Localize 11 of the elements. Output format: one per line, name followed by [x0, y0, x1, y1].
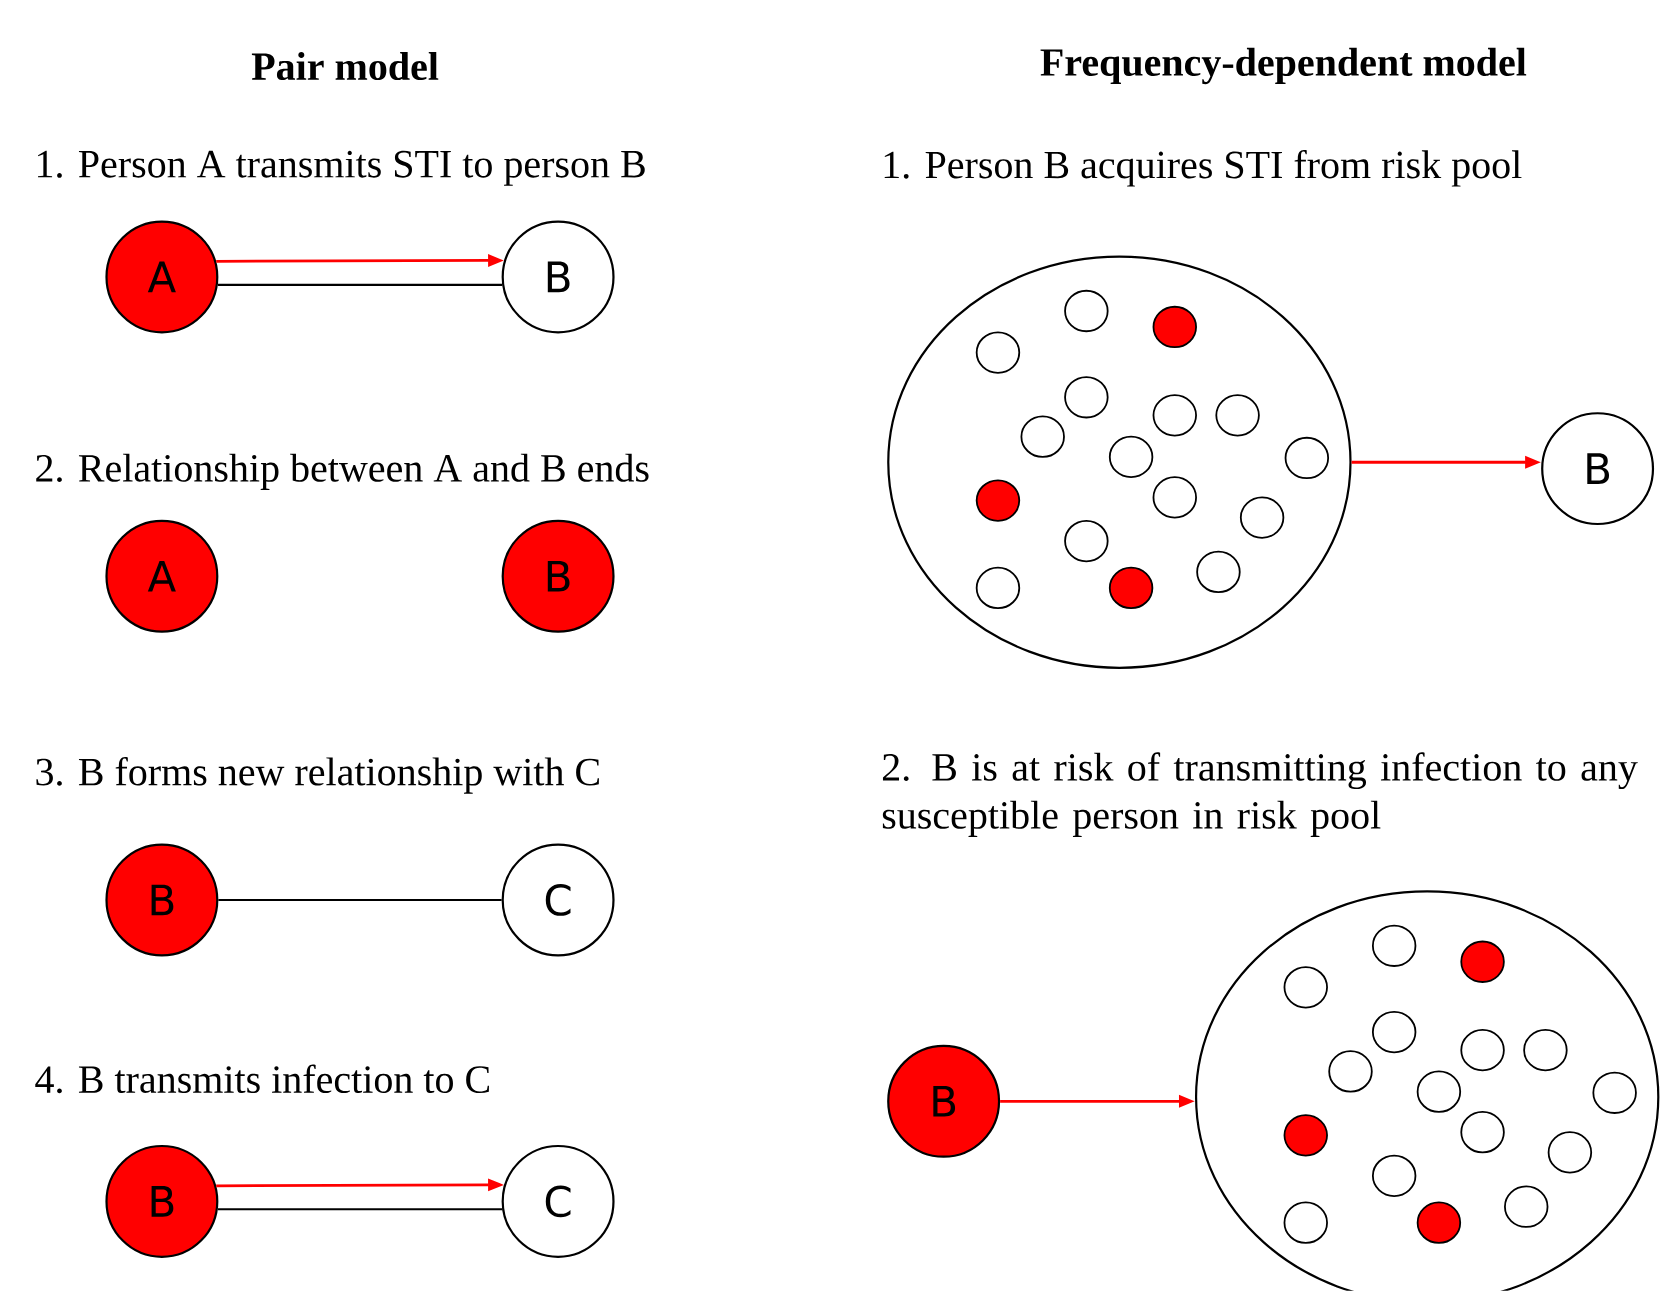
relationship-line — [217, 283, 503, 286]
step-text: 2. Relationship between A and B ends — [36, 453, 649, 491]
section-heading: Frequency-dependent model — [1040, 47, 1527, 85]
relationship-line — [218, 898, 502, 902]
step-text: 3. B forms new relationship with C — [36, 757, 599, 794]
step-text: 1. Person B acquires STI from risk pool — [884, 150, 1522, 187]
relationship-line — [217, 1208, 503, 1211]
step-text: 1. Person A transmits STI to person B — [38, 150, 645, 186]
section-heading: Pair model — [251, 52, 439, 81]
step-text: 4. B transmits infection to C — [35, 1064, 489, 1094]
step-text: 2. B is at risk of transmitting infection to any susceptible person in risk pool — [882, 752, 1638, 838]
